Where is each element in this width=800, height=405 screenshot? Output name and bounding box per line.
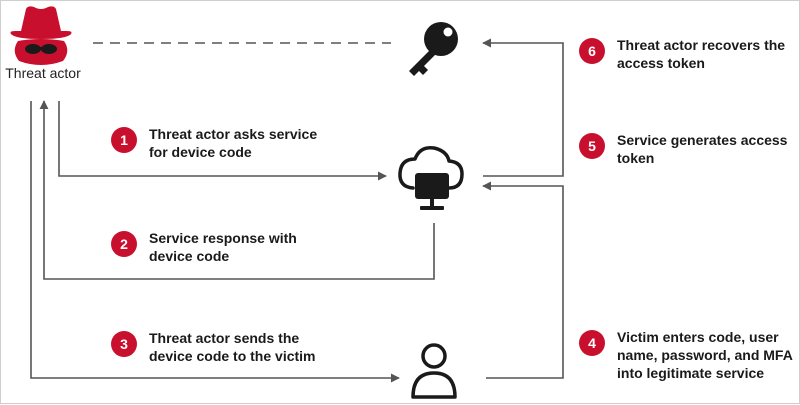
arrow-step-5: [482, 38, 564, 177]
step-2: 2 Service response with device code: [111, 229, 297, 265]
step-3: 3 Threat actor sends the device code to …: [111, 329, 316, 365]
step-1-badge: 1: [111, 127, 137, 153]
step-2-text: Service response with device code: [149, 230, 297, 264]
step-5-text: Service generates access token: [617, 132, 788, 166]
step-3-badge: 3: [111, 331, 137, 357]
arrow-step-1: [58, 101, 387, 181]
arrow-step-2: [39, 100, 435, 280]
step-6-text: Threat actor recovers the access token: [617, 37, 786, 71]
key-icon: [409, 22, 458, 76]
cloud-computer-icon: [398, 145, 464, 210]
step-6: 6 Threat actor recovers the access token: [579, 36, 785, 72]
step-4-text: Victim enters code, user name, password,…: [617, 329, 793, 381]
step-5-badge: 5: [579, 133, 605, 159]
step-4-badge: 4: [579, 330, 605, 356]
step-6-badge: 6: [579, 38, 605, 64]
user-icon: [411, 343, 457, 399]
arrow-step-3: [30, 101, 400, 383]
step-2-badge: 2: [111, 231, 137, 257]
step-4: 4 Victim enters code, user name, passwor…: [579, 328, 793, 382]
threat-actor-icon: [10, 6, 72, 65]
step-5: 5 Service generates access token: [579, 131, 787, 167]
step-1: 1 Threat actor asks service for device c…: [111, 125, 317, 161]
threat-actor-label: Threat actor: [5, 65, 81, 81]
step-1-text: Threat actor asks service for device cod…: [149, 126, 318, 160]
step-3-text: Threat actor sends the device code to th…: [149, 330, 316, 364]
arrow-step-4: [482, 181, 564, 379]
